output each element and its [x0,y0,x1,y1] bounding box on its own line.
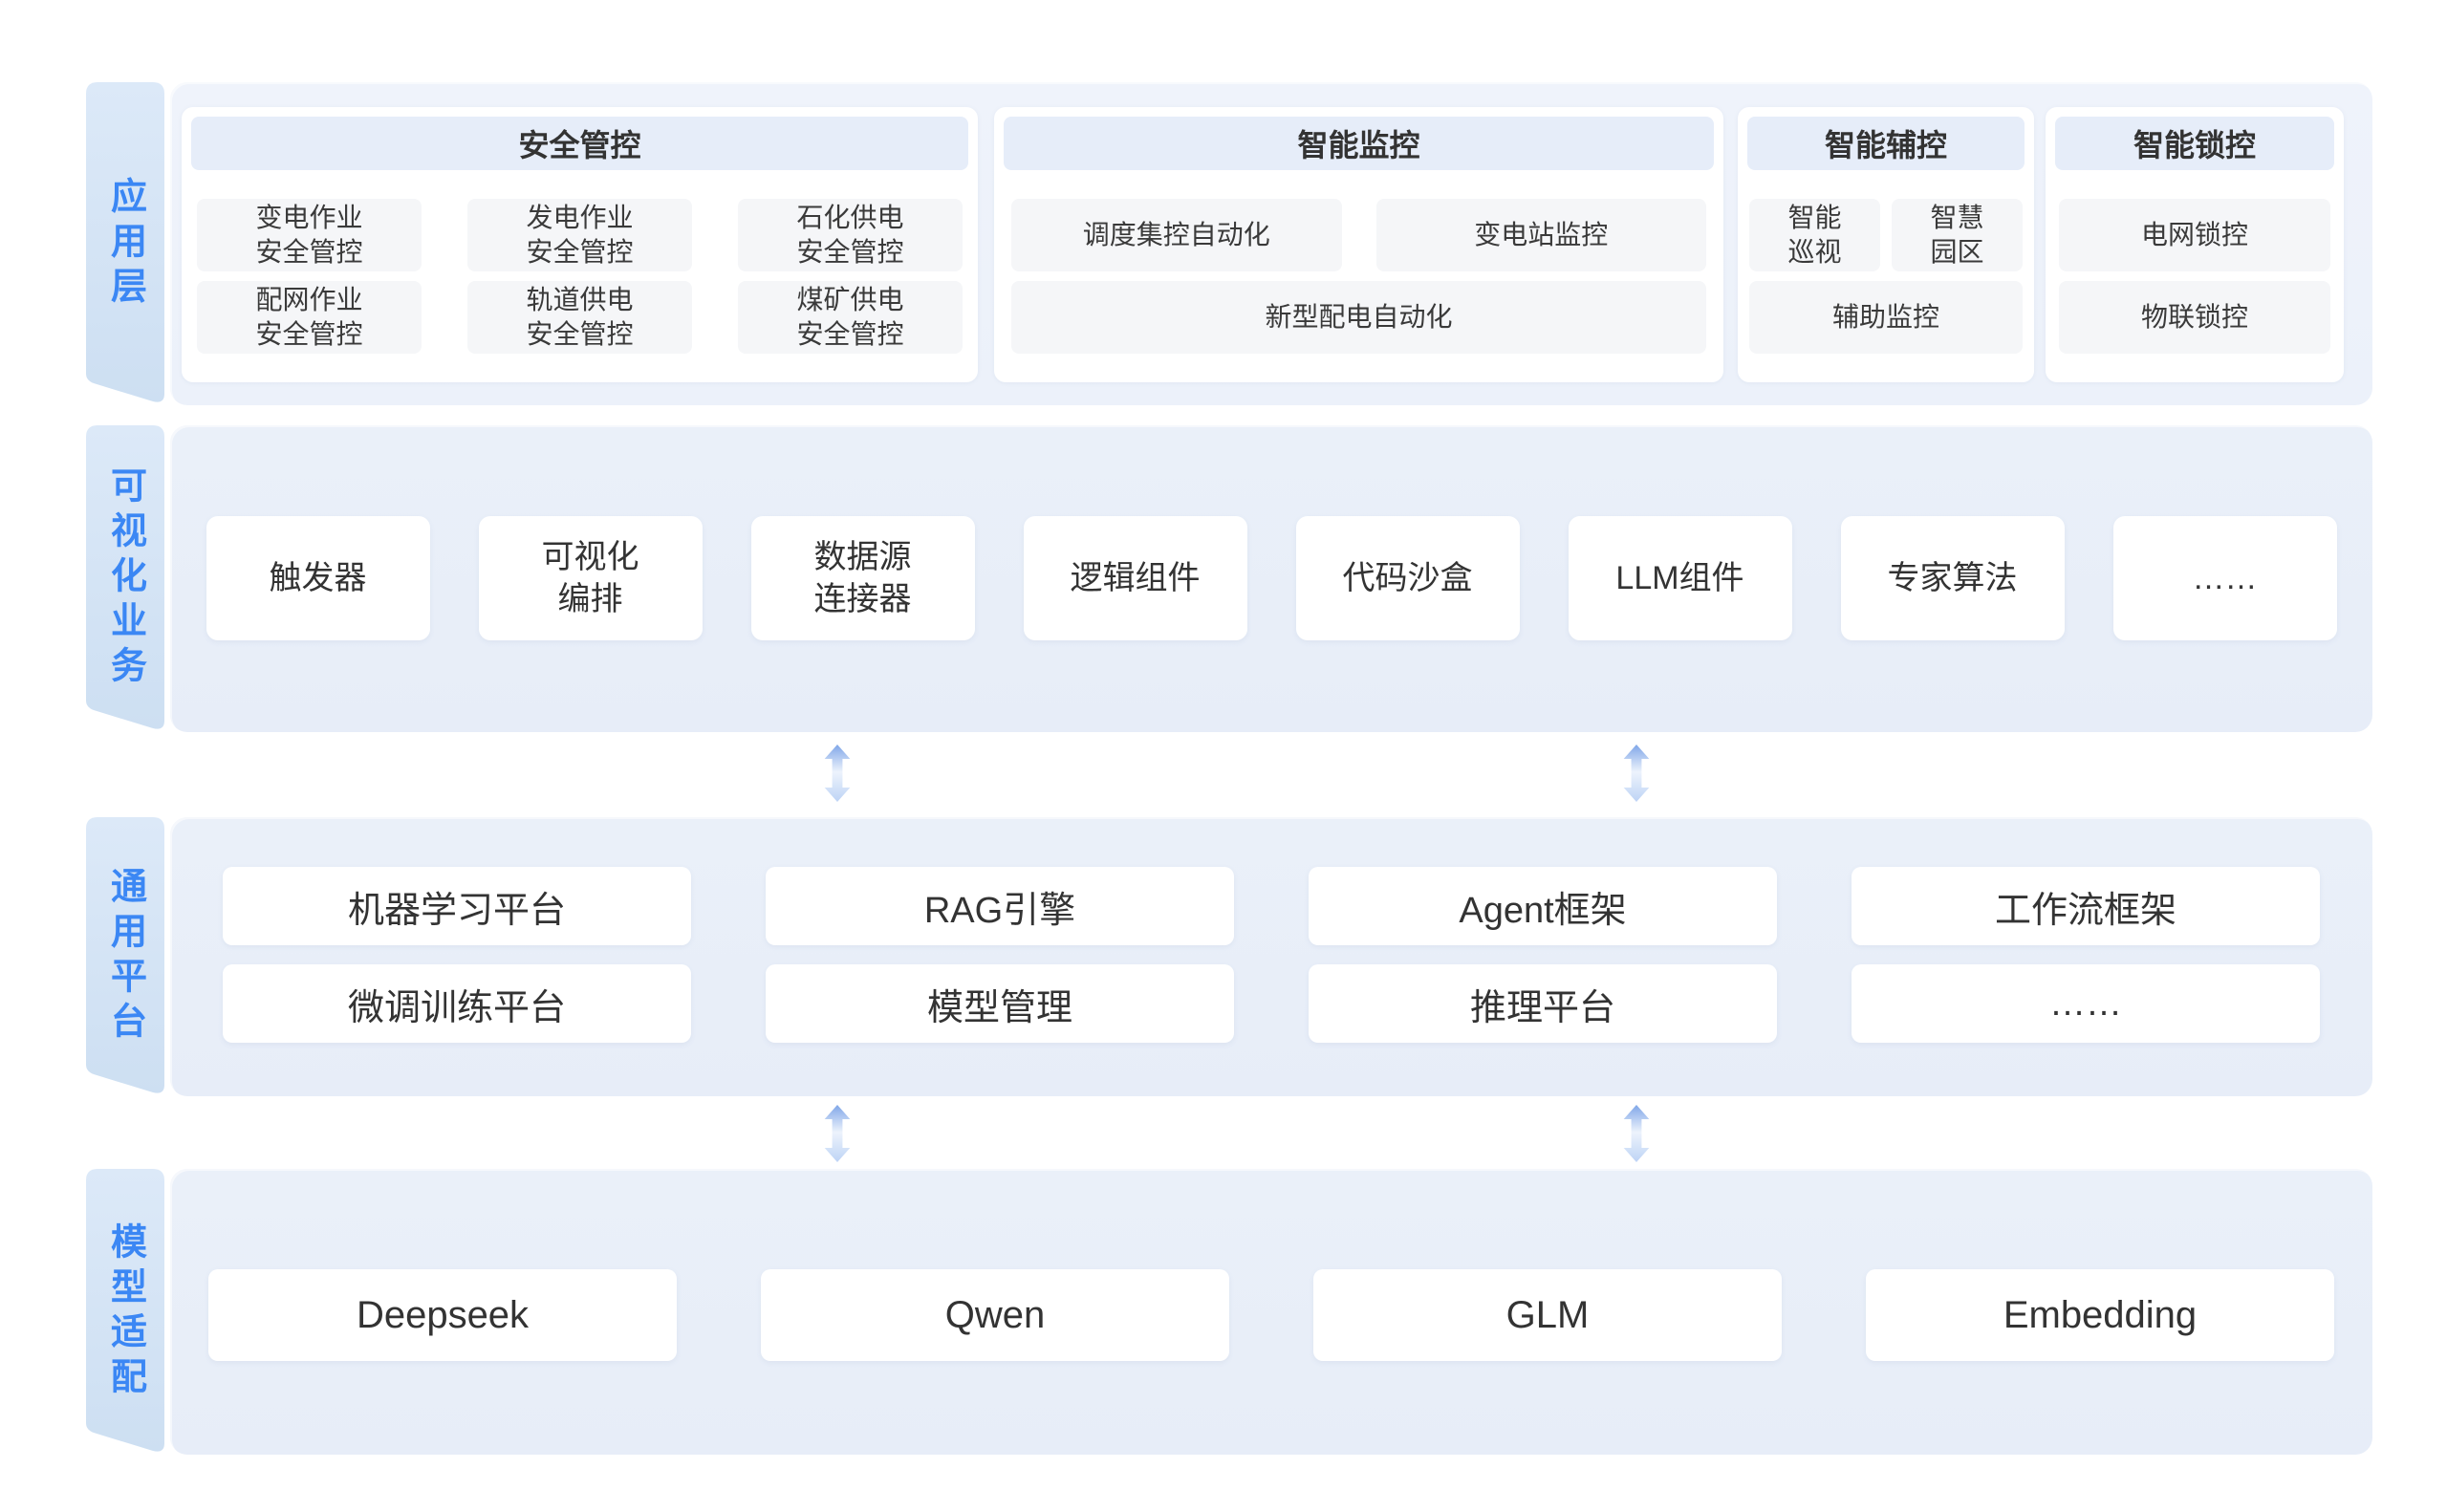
component-card: LLM组件 [1568,516,1792,640]
app-item: 调度集控自动化 [1011,199,1342,271]
tab-ribbon-shape [86,1169,164,1452]
tab-ribbon-shape [86,817,164,1093]
section-title: 智能监控 [1004,117,1714,170]
component-card: 专家算法 [1840,516,2065,640]
layer-application-tab: 应用层 [86,82,164,405]
layer-common-platform-tab: 通用平台 [86,817,164,1096]
section-items: 智能 巡视 智慧 园区 辅助监控 [1749,199,2023,354]
layer-label: 通用平台 [104,867,145,1047]
component-card: 代码沙盒 [1295,516,1520,640]
tab-ribbon-shape [86,425,164,729]
platform-card: 推理平台 [1309,964,1777,1043]
section-items: 变电作业 安全管控 发电作业 安全管控 石化供电 安全管控 配网作业 安全管控 … [197,199,963,354]
layer-visual-business: 可视化业务 触发器 可视化 编排 数据源 连接器 逻辑组件 代码沙盒 LLM组件… [0,425,2447,732]
model-card: Deepseek [208,1269,677,1361]
section-title: 智能辅控 [1747,117,2025,170]
layer-model-adaptation-tab: 模型适配 [86,1169,164,1455]
app-item: 智能 巡视 [1749,199,1880,271]
component-card: 可视化 编排 [478,516,703,640]
section-items: 调度集控自动化 变电站监控 新型配电自动化 [1011,199,1706,354]
platform-card: …… [1851,964,2320,1043]
layer-visual-business-tab: 可视化业务 [86,425,164,732]
section-intelligent-monitoring: 智能监控 调度集控自动化 变电站监控 新型配电自动化 [994,107,1723,382]
platform-card: 模型管理 [766,964,1234,1043]
updown-arrow-icon [822,745,853,802]
layer-common-platform: 通用平台 机器学习平台 RAG引擎 Agent框架 工作流框架 微调训练平台 模… [0,817,2447,1096]
section-intelligent-locking: 智能锁控 电网锁控 物联锁控 [2046,107,2344,382]
layer-model-adaptation: 模型适配 Deepseek Qwen GLM Embedding [0,1169,2447,1455]
component-card: 触发器 [206,516,430,640]
platform-card: Agent框架 [1309,867,1777,945]
platform-cards-row2: 微调训练平台 模型管理 推理平台 …… [170,964,2372,1043]
platform-card: 工作流框架 [1851,867,2320,945]
platform-card: RAG引擎 [766,867,1234,945]
section-intelligent-auxiliary: 智能辅控 智能 巡视 智慧 园区 辅助监控 [1738,107,2034,382]
layer-label: 应用层 [104,176,145,312]
component-card: 数据源 连接器 [750,516,975,640]
app-item: 变电站监控 [1375,199,1706,271]
app-item: 变电作业 安全管控 [197,199,422,271]
app-item: 配网作业 安全管控 [197,281,422,354]
component-cards: 触发器 可视化 编排 数据源 连接器 逻辑组件 代码沙盒 LLM组件 专家算法 … [170,516,2372,640]
updown-arrow-icon [1621,745,1652,802]
section-title: 安全管控 [191,117,968,170]
layer-application: 应用层 安全管控 变电作业 安全管控 发电作业 安全管控 石化供电 安全管控 配… [0,82,2447,405]
updown-arrow-icon [822,1105,853,1162]
model-card: GLM [1313,1269,1782,1361]
platform-card: 机器学习平台 [223,867,691,945]
layer-label: 模型适配 [104,1221,145,1402]
app-item: 石化供电 安全管控 [738,199,963,271]
layer-model-adaptation-body: Deepseek Qwen GLM Embedding [170,1169,2372,1455]
layer-label: 可视化业务 [104,466,145,691]
app-item: 辅助监控 [1749,281,2023,354]
updown-arrow-icon [1621,1105,1652,1162]
section-title: 智能锁控 [2055,117,2334,170]
section-items: 电网锁控 物联锁控 [2059,199,2330,354]
app-item: 新型配电自动化 [1011,281,1706,354]
app-item: 电网锁控 [2059,199,2330,271]
app-item: 发电作业 安全管控 [467,199,692,271]
model-card: Qwen [761,1269,1229,1361]
app-item: 煤矿供电 安全管控 [738,281,963,354]
layer-visual-business-body: 触发器 可视化 编排 数据源 连接器 逻辑组件 代码沙盒 LLM组件 专家算法 … [170,425,2372,732]
component-card: 逻辑组件 [1023,516,1247,640]
layer-common-platform-body: 机器学习平台 RAG引擎 Agent框架 工作流框架 微调训练平台 模型管理 推… [170,817,2372,1096]
layer-application-body: 安全管控 变电作业 安全管控 发电作业 安全管控 石化供电 安全管控 配网作业 … [170,82,2372,405]
component-card: …… [2112,516,2337,640]
model-card: Embedding [1866,1269,2334,1361]
model-cards: Deepseek Qwen GLM Embedding [170,1269,2372,1361]
app-item: 轨道供电 安全管控 [467,281,692,354]
tab-ribbon-shape [86,82,164,402]
platform-cards-row1: 机器学习平台 RAG引擎 Agent框架 工作流框架 [170,867,2372,945]
app-item: 物联锁控 [2059,281,2330,354]
app-item: 智慧 园区 [1892,199,2023,271]
section-safety-control: 安全管控 变电作业 安全管控 发电作业 安全管控 石化供电 安全管控 配网作业 … [182,107,978,382]
platform-card: 微调训练平台 [223,964,691,1043]
